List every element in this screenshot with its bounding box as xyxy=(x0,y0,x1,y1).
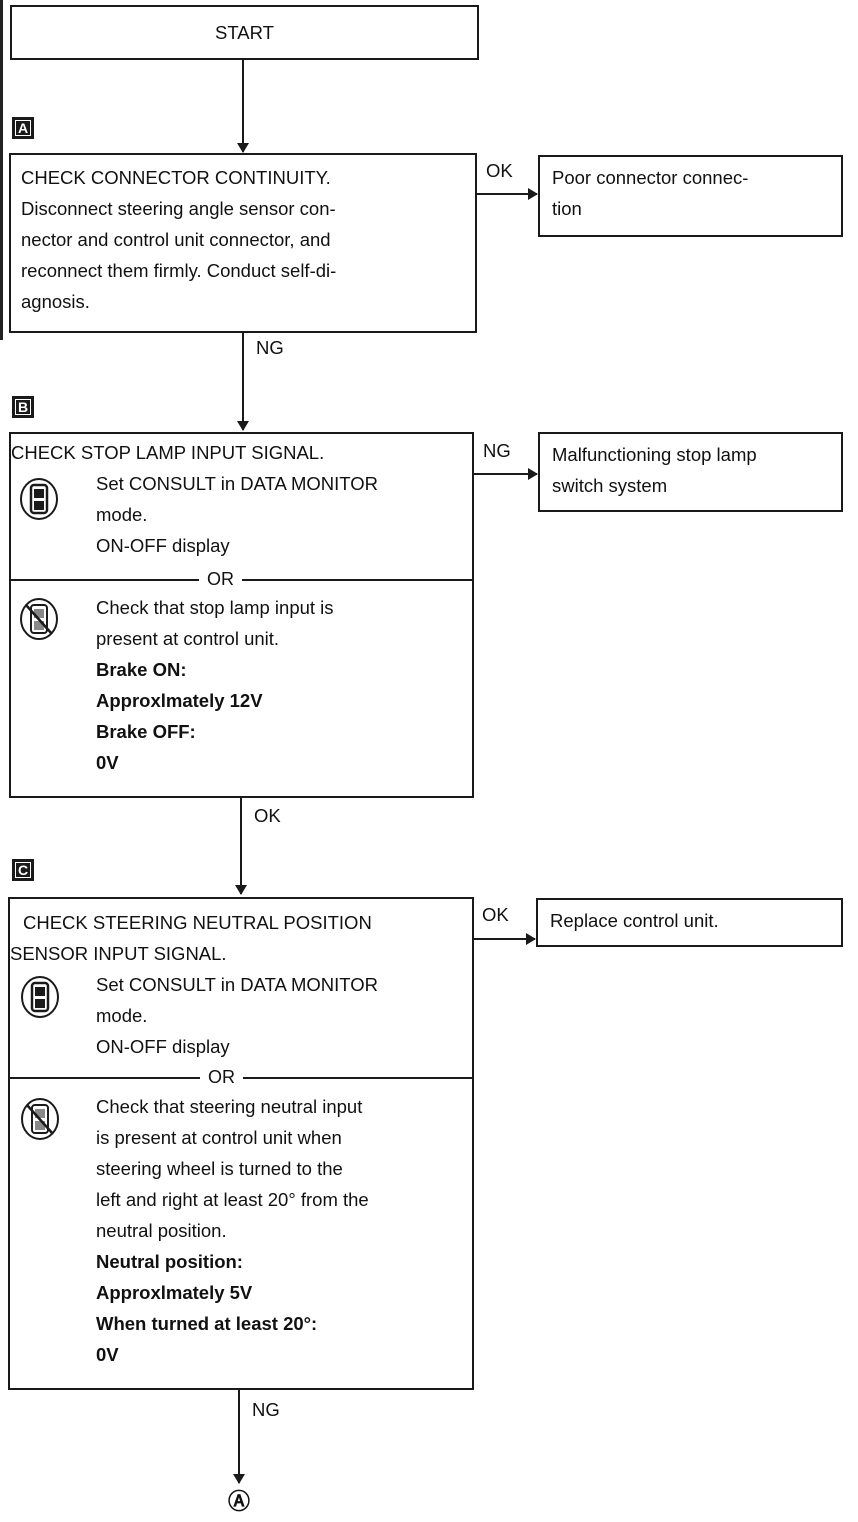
step-label-a: A xyxy=(12,117,34,139)
step-a-line-4: reconnect them firmly. Conduct self-di- xyxy=(21,260,337,281)
step-a-line-1: CHECK CONNECTOR CONTINUITY. xyxy=(21,167,331,188)
step-a-line-2: Disconnect steering angle sensor con- xyxy=(21,198,336,219)
step-c-no-consult-line-2: is present at control unit when xyxy=(96,1127,342,1148)
step-b-or: OR xyxy=(199,568,242,590)
step-c-spec-2: Approxlmately 5V xyxy=(96,1282,253,1303)
step-c-title-line-1: CHECK STEERING NEUTRAL POSITION xyxy=(23,912,372,933)
step-b-spec-1: Brake ON: xyxy=(96,659,187,680)
step-c-consult-line-1: Set CONSULT in DATA MONITOR xyxy=(96,974,379,995)
step-b-down-label: OK xyxy=(254,805,281,826)
step-c-spec-4: 0V xyxy=(96,1344,119,1365)
step-b-result-box: Malfunctioning stop lamp switch system xyxy=(538,432,843,512)
step-b-consult-line-2: mode. xyxy=(96,504,148,525)
step-b-spec-2: Approxlmately 12V xyxy=(96,690,263,711)
step-c-consult-line-3: ON-OFF display xyxy=(96,1036,230,1057)
step-c-no-consult-line-4: left and right at least 20° from the xyxy=(96,1189,369,1210)
no-consult-tester-icon xyxy=(19,597,59,646)
step-a-line-3: nector and control unit connector, and xyxy=(21,229,331,250)
step-b-consult-line-3: ON-OFF display xyxy=(96,535,230,556)
step-c-branch-label: OK xyxy=(482,904,509,925)
step-b-result-line-2: switch system xyxy=(552,475,668,496)
step-b-no-consult-line-2: present at control unit. xyxy=(96,628,280,649)
step-a-result-box: Poor connector connec- tion xyxy=(538,155,843,237)
step-b-box: CHECK STOP LAMP INPUT SIGNAL. Set CONSUL… xyxy=(9,432,474,798)
step-a-box: CHECK CONNECTOR CONTINUITY. Disconnect s… xyxy=(9,153,477,333)
step-label-b: B xyxy=(12,396,34,418)
step-c-or: OR xyxy=(200,1066,243,1088)
step-b-result-line-1: Malfunctioning stop lamp xyxy=(552,444,757,465)
step-c-down-label: NG xyxy=(252,1399,280,1420)
step-a-down-label: NG xyxy=(256,337,284,358)
step-c-title-line-2: SENSOR INPUT SIGNAL. xyxy=(10,943,227,964)
page-edge xyxy=(0,0,3,340)
start-node: START xyxy=(10,5,479,60)
step-a-branch-label: OK xyxy=(486,160,513,181)
start-label: START xyxy=(215,22,274,43)
step-b-consult-line-1: Set CONSULT in DATA MONITOR xyxy=(96,473,379,494)
step-b-branch-label: NG xyxy=(483,440,511,461)
terminal-a: Ⓐ xyxy=(228,1489,251,1514)
step-label-c: C xyxy=(12,859,34,881)
step-c-result-box: Replace control unit. xyxy=(536,898,843,947)
no-consult-tester-icon xyxy=(20,1097,60,1146)
step-c-no-consult-line-1: Check that steering neutral input xyxy=(96,1096,363,1117)
step-b-no-consult-line-1: Check that stop lamp input is xyxy=(96,597,334,618)
consult-tester-icon xyxy=(20,975,60,1024)
step-c-spec-3: When turned at least 20°: xyxy=(96,1313,318,1334)
step-a-result-line-1: Poor connector connec- xyxy=(552,167,749,188)
step-c-no-consult-line-3: steering wheel is turned to the xyxy=(96,1158,343,1179)
step-c-box: CHECK STEERING NEUTRAL POSITION SENSOR I… xyxy=(8,897,474,1390)
step-a-result-line-2: tion xyxy=(552,198,582,219)
step-c-no-consult-line-5: neutral position. xyxy=(96,1220,227,1241)
step-b-spec-4: 0V xyxy=(96,752,119,773)
step-c-result-line-1: Replace control unit. xyxy=(550,910,719,931)
consult-tester-icon xyxy=(19,477,59,526)
step-a-line-5: agnosis. xyxy=(21,291,90,312)
step-b-spec-3: Brake OFF: xyxy=(96,721,196,742)
step-b-title: CHECK STOP LAMP INPUT SIGNAL. xyxy=(11,442,325,463)
step-c-spec-1: Neutral position: xyxy=(96,1251,243,1272)
step-c-consult-line-2: mode. xyxy=(96,1005,148,1026)
